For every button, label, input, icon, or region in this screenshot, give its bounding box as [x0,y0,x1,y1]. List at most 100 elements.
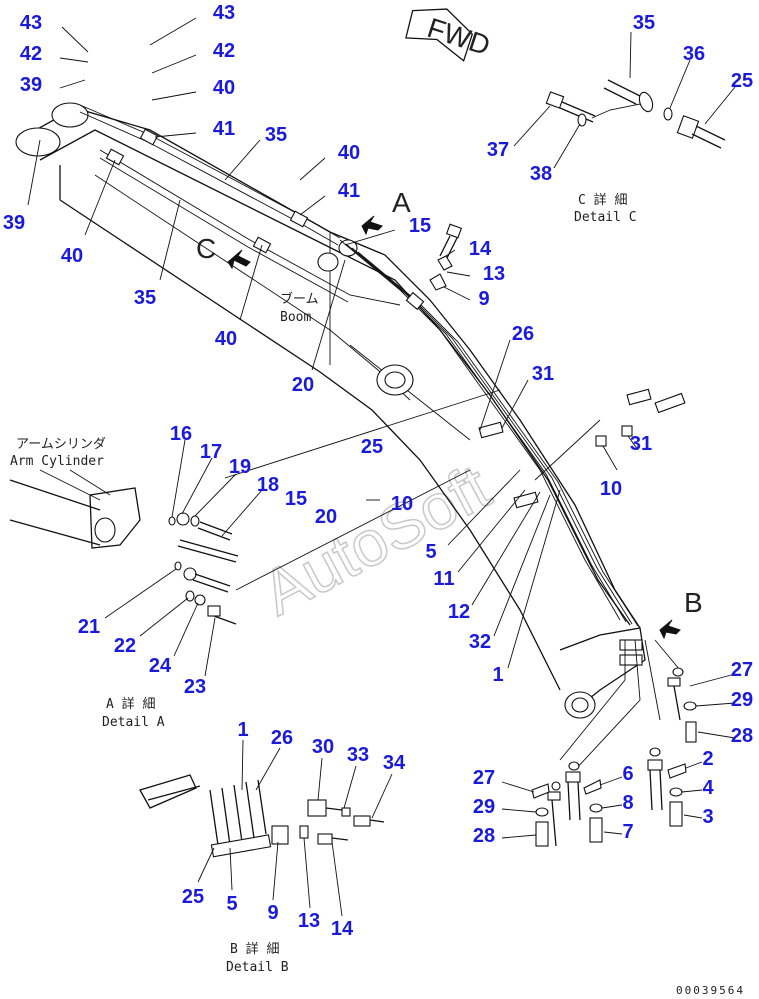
view-arrow-a-icon [361,215,383,236]
callout-c39b: 39 [3,212,25,234]
callout-c42a: 42 [20,43,42,65]
callout-c20a: 20 [292,374,314,396]
callout-c25b: 25 [731,70,753,92]
callout-c40c: 40 [61,245,83,267]
callout-c15a: 15 [409,215,431,237]
callout-c21: 21 [78,616,100,638]
callout-c43a: 43 [20,12,42,34]
boom-label-jp: ブーム [280,291,319,307]
callout-c24: 24 [149,655,172,677]
leader-lines [27,17,601,669]
callout-c7: 7 [622,821,633,843]
misc-parts [429,223,686,471]
detail-a-caption-jp: A 詳 細 [106,696,155,712]
callout-c35b: 35 [134,287,156,309]
view-letter-b: B [684,587,703,618]
callout-c27b: 27 [473,767,495,789]
callout-c5a: 5 [425,541,436,563]
callout-c27a: 27 [731,659,753,681]
callout-c42b: 42 [213,40,235,62]
callout-c8: 8 [622,792,633,814]
hose-clamps [105,128,643,666]
fwd-label: FWD [424,12,494,61]
callout-c16: 16 [170,423,192,445]
callout-c32: 32 [469,631,491,653]
callout-c25c: 25 [182,886,204,908]
callout-c31b: 31 [630,433,652,455]
callout-c28a: 28 [731,725,753,747]
boom-body [15,102,646,719]
callout-c41a: 41 [213,118,235,140]
document-number: 00039564 [676,984,745,997]
callout-c13a: 13 [483,263,505,285]
callout-c33: 33 [347,744,369,766]
callout-c3: 3 [702,806,713,828]
arm-cylinder-head [89,487,141,549]
callout-c23: 23 [184,676,206,698]
callout-c25a: 25 [361,436,383,458]
boom-foot-boss [15,127,61,157]
callout-c40b: 40 [338,142,360,164]
callout-c26a: 26 [512,323,534,345]
detail-c-caption-en: Detail C [574,210,637,225]
clamp-40 [105,148,125,166]
callout-c35c: 35 [633,12,655,34]
callout-c22: 22 [114,635,136,657]
callout-c31a: 31 [532,363,554,385]
detail-b-caption-jp: B 詳 細 [230,941,279,957]
callout-c1b: 1 [237,719,248,741]
callout-c9a: 9 [478,288,489,310]
callout-c30: 30 [312,736,334,758]
callout-c6: 6 [622,763,633,785]
callout-c10b: 10 [600,478,622,500]
callout-c19: 19 [229,456,251,478]
callout-c11: 11 [433,568,454,590]
view-arrow-b-icon [659,619,681,640]
callout-c29b: 29 [473,796,495,818]
view-arrow-c-icon [227,249,251,270]
callout-c14b: 14 [331,918,354,940]
detail-c: FWD [405,8,736,169]
detail-b [139,739,393,917]
view-letter-a: A [392,187,411,218]
arm-cylinder-label-en: Arm Cylinder [10,454,104,469]
view-arrows [227,215,681,640]
boom-foot-boss-upper [51,102,89,128]
detail-a-caption-en: Detail A [102,715,165,730]
callout-c13b: 13 [298,910,320,932]
callout-c43b: 43 [213,2,235,24]
callout-c26b: 26 [271,727,293,749]
arm-cylinder-label-jp: アームシリンダ [16,437,106,452]
callout-c18: 18 [257,474,279,496]
callout-c39a: 39 [20,74,42,96]
callout-c35a: 35 [265,124,287,146]
callout-c1a: 1 [492,664,503,686]
callout-c14a: 14 [469,238,492,260]
callout-c28b: 28 [473,825,495,847]
callout-c36: 36 [683,43,705,65]
detail-a [9,439,263,677]
callout-c34: 34 [383,752,406,774]
callout-c38: 38 [530,163,552,185]
detail-b-caption-en: Detail B [226,960,289,975]
callout-c17: 17 [200,441,222,463]
fwd-arrow-icon [405,8,474,62]
detail-c-caption-jp: C 詳 細 [578,192,627,208]
callout-c40a: 40 [213,77,235,99]
callout-c20b: 20 [315,506,337,528]
boom-label-en: Boom [280,310,311,325]
callout-c37: 37 [487,139,509,161]
callout-c29a: 29 [731,689,753,711]
callout-c2: 2 [702,748,713,770]
callout-c9b: 9 [267,902,278,924]
callout-c5b: 5 [226,893,237,915]
callout-c12: 12 [448,601,470,623]
callout-c4: 4 [702,777,714,799]
callout-c10a: 10 [391,493,413,515]
view-letter-c: C [196,233,216,264]
callout-c40d: 40 [215,328,237,350]
callout-c15b: 15 [285,488,307,510]
